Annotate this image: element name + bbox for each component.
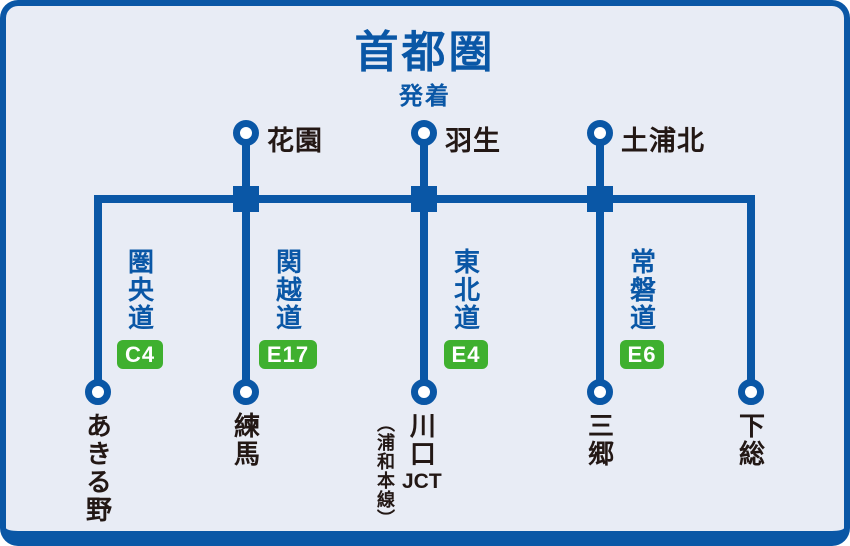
station-node-hanazono [233, 120, 259, 146]
road-kenodo: 圏央道 C4 [113, 248, 167, 370]
road-name-kenodo: 圏央道 [124, 248, 155, 332]
station-node-shimofusa [738, 379, 764, 405]
junction-marker [233, 186, 259, 212]
route-line-jobando [596, 134, 604, 384]
route-line-tohokudo [420, 134, 428, 384]
station-label-hanazono: 花園 [267, 126, 323, 156]
kawaguchi-main: 川口 JCT [402, 412, 442, 493]
junction-marker [587, 186, 613, 212]
station-node-kawaguchi-jct [411, 379, 437, 405]
station-label-kawaguchi-jct: （浦和本線） 川口 JCT [372, 412, 442, 528]
road-name-jobando: 常磐道 [626, 248, 657, 332]
departure-arrival-label: 発着 [399, 83, 451, 110]
kawaguchi-note: （浦和本線） [375, 414, 395, 528]
road-kanetsudo: 関越道 E17 [258, 248, 318, 370]
station-label-hanyu: 羽生 [445, 126, 501, 156]
road-jobando: 常磐道 E6 [615, 248, 669, 370]
road-tohokudo: 東北道 E4 [439, 248, 493, 370]
station-node-nerima [233, 379, 259, 405]
junction-marker [411, 186, 437, 212]
route-line-kenodo-east [747, 195, 755, 384]
road-badge-e17: E17 [258, 340, 318, 370]
station-label-nerima: 練馬 [230, 412, 261, 468]
station-label-akiruno: あきる野 [82, 412, 113, 524]
jct-suffix: JCT [402, 470, 442, 493]
road-badge-c4: C4 [116, 340, 164, 370]
station-node-misato [587, 379, 613, 405]
station-node-akiruno [85, 379, 111, 405]
road-badge-e4: E4 [443, 340, 489, 370]
route-line-kanetsudo [242, 134, 250, 384]
station-label-tsuchiurakita: 土浦北 [621, 126, 705, 156]
station-node-hanyu [411, 120, 437, 146]
road-name-tohokudo: 東北道 [450, 248, 481, 332]
station-label-shimofusa: 下総 [735, 412, 766, 468]
station-node-tsuchiurakita [587, 120, 613, 146]
route-line-kenodo-west [94, 195, 102, 384]
road-badge-e6: E6 [619, 340, 665, 370]
page-title: 首都圏 [354, 28, 496, 77]
road-name-kanetsudo: 関越道 [272, 248, 303, 332]
station-label-misato: 三郷 [584, 412, 615, 468]
